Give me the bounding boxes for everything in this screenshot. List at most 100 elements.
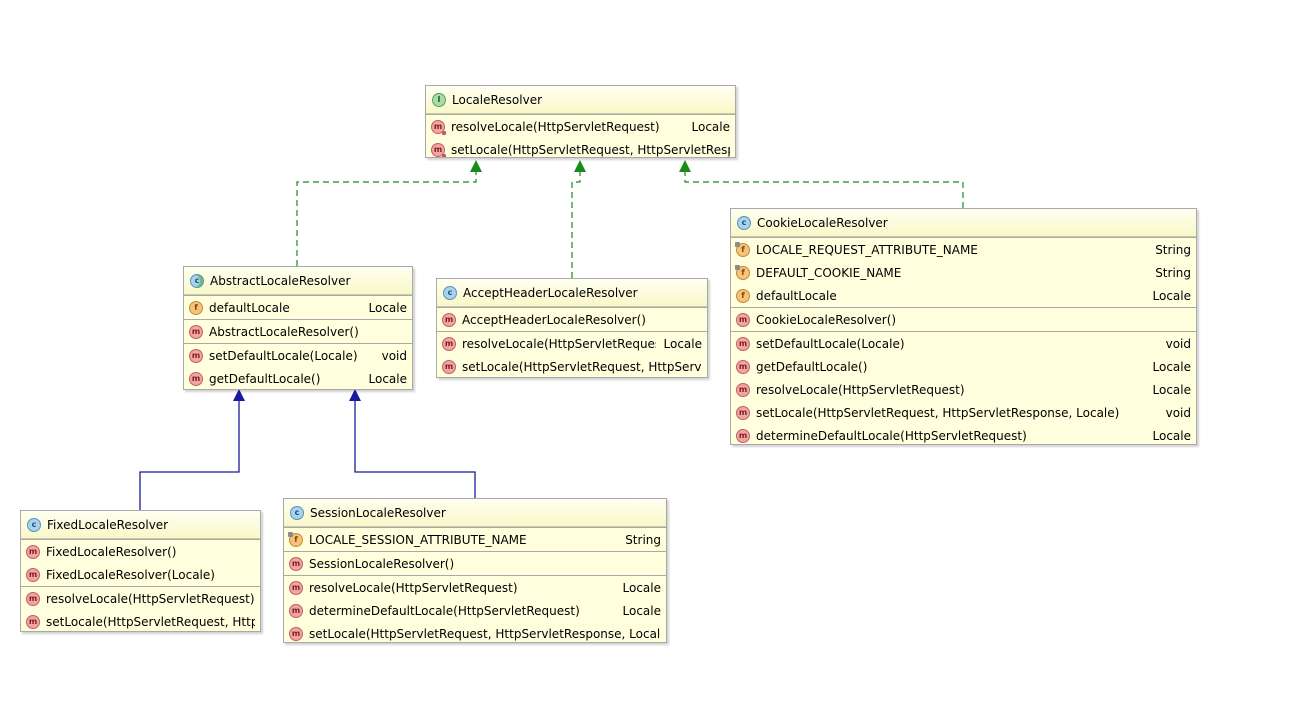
method-row[interactable]: m setLocale(HttpServletRequest, HttpServl… [21, 610, 260, 631]
method-icon: m [289, 603, 303, 618]
method-icon: m [26, 544, 40, 559]
member-type: Locale [691, 119, 730, 134]
implements-edge-abstract [296, 160, 482, 266]
member-name: LOCALE_REQUEST_ATTRIBUTE_NAME [756, 242, 978, 257]
method-icon: m [736, 359, 750, 374]
static-field-icon: f [735, 264, 750, 280]
member-name: resolveLocale(HttpServletRequest) [756, 382, 965, 397]
implements-edge-cookie [679, 160, 964, 208]
abstract-method-icon: m [431, 119, 446, 135]
member-name: setDefaultLocale(Locale) [756, 336, 905, 351]
method-icon: m [26, 591, 40, 606]
member-name: getDefaultLocale() [756, 359, 868, 374]
class-icon: c [27, 517, 41, 532]
method-icon: m [736, 428, 750, 443]
member-name: setDefaultLocale(Locale) [209, 348, 358, 363]
class-header: c SessionLocaleResolver [284, 499, 666, 527]
member-name: setLocale(HttpServletRequest, HttpServle… [46, 614, 255, 629]
static-field-icon: f [288, 531, 303, 547]
class-icon: c [737, 215, 751, 230]
class-name: AbstractLocaleResolver [210, 273, 351, 288]
method-icon: m [442, 336, 456, 351]
class-name: LocaleResolver [452, 92, 543, 107]
class-icon: c [290, 505, 304, 520]
member-name: setLocale(HttpServletRequest, HttpServle… [309, 626, 661, 641]
method-row[interactable]: m getDefaultLocale() Locale [731, 355, 1196, 378]
member-name: defaultLocale [209, 300, 290, 315]
member-name: resolveLocale(HttpServletRequest) [451, 119, 660, 134]
method-row[interactable]: m resolveLocale(HttpServletRequest) le [21, 587, 260, 610]
class-name: AcceptHeaderLocaleResolver [463, 285, 638, 300]
static-field-icon: f [735, 241, 750, 257]
method-icon: m [736, 336, 750, 351]
field-icon: f [189, 300, 203, 315]
member-type: Locale [1152, 428, 1191, 443]
method-row[interactable]: m setDefaultLocale(Locale) void [184, 344, 412, 367]
method-icon: m [26, 567, 40, 582]
class-header: c AbstractLocaleResolver [184, 267, 412, 295]
member-name: setLocale(HttpServletRequest, HttpServle… [451, 142, 730, 157]
member-type: Locale [1152, 382, 1191, 397]
member-type: Locale [1152, 359, 1191, 374]
class-name: SessionLocaleResolver [310, 505, 446, 520]
extends-edge-fixed [139, 389, 245, 510]
member-name: DEFAULT_COOKIE_NAME [756, 265, 902, 280]
method-icon: m [189, 324, 203, 339]
method-row[interactable]: m resolveLocale(HttpServletRequest) Locale [426, 115, 735, 138]
method-icon: m [189, 348, 203, 363]
method-icon: m [442, 359, 456, 374]
member-name: SessionLocaleResolver() [309, 556, 455, 571]
member-type: Locale [368, 371, 407, 386]
member-type: void [381, 348, 407, 363]
member-name: resolveLocale(HttpServletRequest) le [46, 591, 255, 606]
method-row[interactable]: m determineDefaultLocale(HttpServletReque… [284, 599, 666, 622]
member-type: String [625, 532, 661, 547]
method-row[interactable]: m determineDefaultLocale(HttpServletReque… [731, 424, 1196, 444]
method-icon: m [736, 405, 750, 420]
member-type: String [1155, 265, 1191, 280]
member-name: determineDefaultLocale(HttpServletReques… [309, 603, 580, 618]
field-row[interactable]: f DEFAULT_COOKIE_NAME String [731, 261, 1196, 284]
member-name: determineDefaultLocale(HttpServletReques… [756, 428, 1027, 443]
member-name: CookieLocaleResolver() [756, 312, 897, 327]
abstract-class-icon: c [190, 273, 204, 288]
method-icon: m [26, 614, 40, 629]
